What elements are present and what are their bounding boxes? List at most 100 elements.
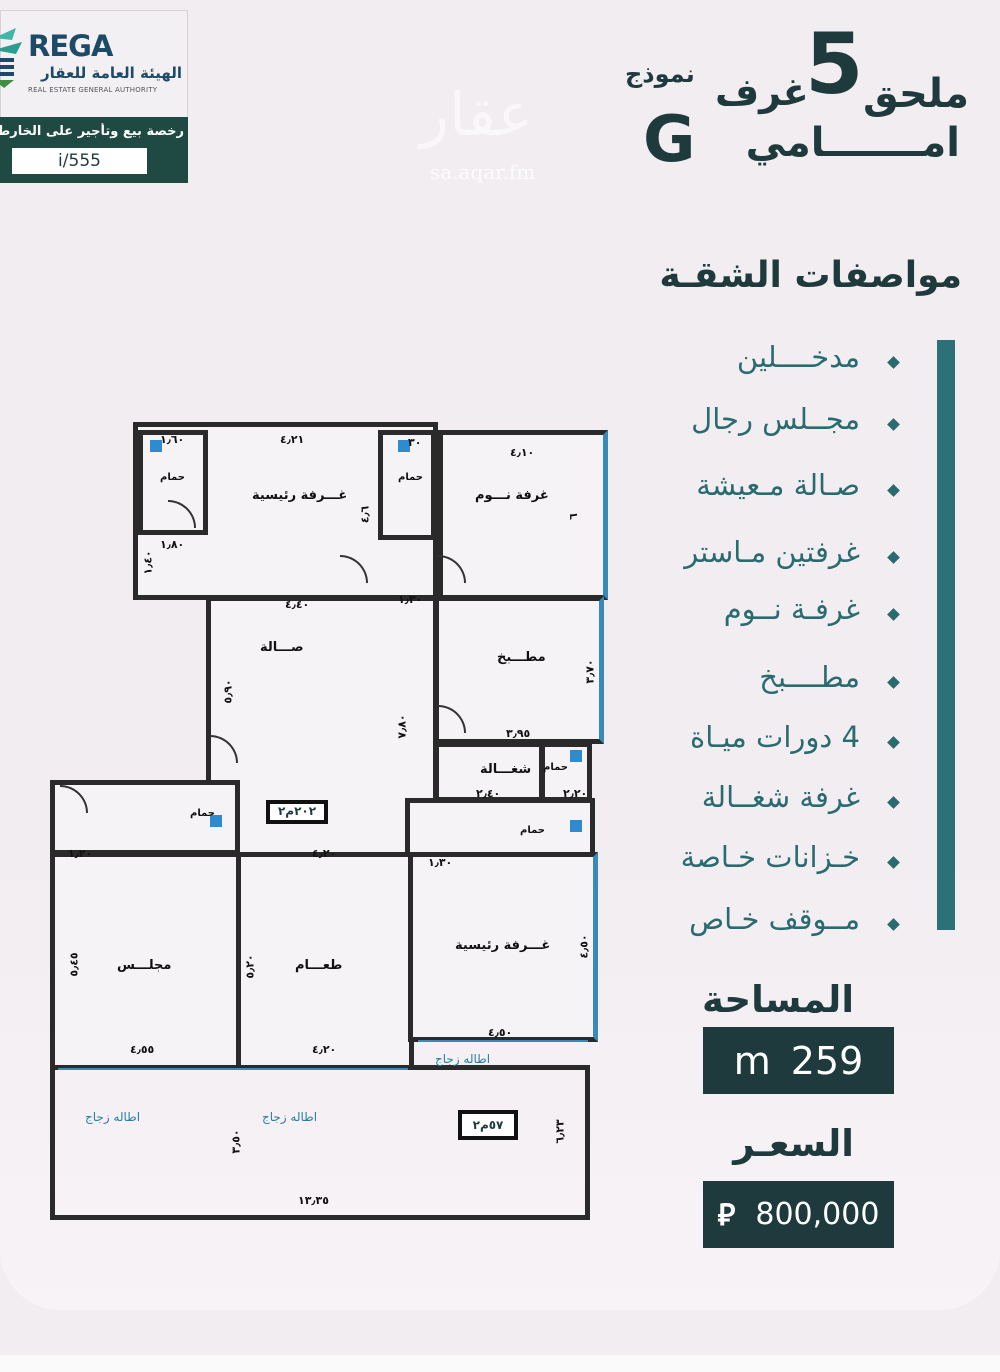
glass-extension-label: اطاله زجاج: [262, 1110, 318, 1124]
room-label-majlis: مجلـــس: [117, 958, 172, 973]
rega-logo-icon: [0, 28, 22, 88]
fixture-icon: [210, 815, 222, 827]
diamond-bullet-icon: [887, 356, 900, 369]
fixture-icon: [570, 820, 582, 832]
dimension-label: ١٫٣٠: [398, 593, 423, 606]
dimension-label: ٥٫٤٥: [67, 952, 81, 977]
dimension-label: ٤٫١٠: [510, 446, 535, 459]
fixture-icon: [570, 750, 582, 762]
room-label-dining: طعـــام: [295, 958, 343, 973]
dimension-label: ٣٫٩٥: [506, 727, 531, 740]
license-number: i/555: [12, 148, 147, 174]
room-label-bedroom: غرفة نـــوم: [475, 488, 549, 503]
room-label-bath: حمام: [520, 825, 545, 836]
diamond-bullet-icon: [887, 676, 900, 689]
master-bedroom-2: [408, 852, 598, 1042]
interior-area-label: ٢٠٢م٢: [266, 800, 328, 824]
room-label-master-1: غـــرفة رئيسية: [252, 488, 348, 503]
rega-arabic-name: الهيئة العامة للعقار: [40, 64, 182, 82]
spec-item: غرفتين مـاستر: [684, 535, 860, 569]
spec-item: غرفـة نــوم: [723, 592, 860, 626]
bathroom-4: [405, 798, 595, 858]
dimension-label: ٦: [566, 513, 580, 520]
specs-accent-bar: [937, 340, 955, 930]
fixture-icon: [398, 440, 410, 452]
dimension-label: ٥٫٩٠: [221, 679, 235, 704]
diamond-bullet-icon: [887, 418, 900, 431]
room-label-laundry: شغـــالة: [480, 762, 532, 777]
area-value-box: m 259: [703, 1027, 894, 1094]
dimension-label: ١٣٫٣٥: [298, 1194, 329, 1207]
dimension-label: ٣٫٧٠: [583, 659, 597, 684]
area-label: المساحة: [701, 978, 854, 1021]
price-value-box: ⃁ 800,000: [703, 1181, 894, 1248]
spec-item: مطــــبخ: [759, 660, 860, 694]
room-label-bath: حمام: [190, 808, 215, 819]
diamond-bullet-icon: [887, 608, 900, 621]
dimension-label: ١٫٤٠: [141, 550, 155, 575]
dimension-label: ٤٫٢١: [280, 433, 305, 446]
diamond-bullet-icon: [887, 484, 900, 497]
bathroom-5: [50, 780, 240, 855]
spec-item: صـالة مـعيشة: [696, 468, 860, 502]
glass-window: [418, 1040, 588, 1042]
dimension-label: ٣٠: [408, 436, 422, 449]
title-model: G: [643, 103, 696, 177]
spec-item: مجــلس رجال: [691, 402, 860, 436]
area-unit: m: [733, 1038, 771, 1083]
room-label-kitchen: مطـــبخ: [497, 650, 546, 665]
price-label: السعـر: [733, 1122, 854, 1165]
dimension-label: ١٫٣٠: [428, 856, 453, 869]
room-label-hall: صـــالة: [260, 640, 304, 655]
license-label: رخصة بيع وتأجير على الخارطة: [0, 124, 184, 139]
dimension-label: ١٫٢٠: [68, 847, 93, 860]
spec-item: 4 دورات ميـاة: [690, 720, 860, 754]
price-value: 800,000: [755, 1197, 880, 1232]
room-label-master-2: غـــرفة رئيسية: [455, 938, 551, 953]
dimension-label: ٤٫٢٠: [312, 847, 337, 860]
bathroom-3: [540, 742, 592, 802]
room-label-bath: حمام: [543, 762, 568, 773]
diamond-bullet-icon: [887, 796, 900, 809]
spec-item: مــوقف خـاص: [689, 902, 860, 936]
diamond-bullet-icon: [887, 551, 900, 564]
riyal-icon: ⃁: [717, 1198, 736, 1233]
dimension-label: ١٫٨٠: [160, 538, 185, 551]
bottom-strip: [0, 1355, 1000, 1372]
dimension-label: ٢٫٤٠: [476, 787, 501, 800]
dimension-label: ١٫٦٠: [160, 433, 185, 446]
specs-title: مواصفات الشقـة: [659, 255, 962, 296]
spec-item: مدخــــلين: [736, 340, 860, 374]
bedroom: [438, 430, 608, 600]
rega-english-name: REAL ESTATE GENERAL AUTHORITY: [28, 86, 158, 94]
area-value: 259: [790, 1038, 864, 1083]
dimension-label: ٤٫٥٠: [577, 934, 591, 959]
spec-item: غرفة شغــالة: [701, 780, 860, 814]
terrace-area-label: ٥٧م٢: [458, 1110, 518, 1140]
title-rooms-count: 5: [805, 15, 864, 113]
dimension-label: ٥٫٢٠: [243, 954, 257, 979]
dimension-label: ٣٫٥٠: [229, 1129, 243, 1154]
title-facing: امـــــــامي: [745, 120, 960, 166]
dimension-label: ٦٫٢٣: [553, 1119, 567, 1144]
terrace: [50, 1065, 590, 1220]
diamond-bullet-icon: [887, 736, 900, 749]
spec-item: خـزانات خـاصة: [680, 840, 860, 874]
watermark-url: sa.aqar.fm: [430, 160, 536, 184]
title-rooms: غرف: [715, 70, 809, 114]
glass-extension-label: اطاله زجاج: [85, 1110, 141, 1124]
glass-extension-label: اطاله زجاج: [435, 1052, 491, 1066]
dimension-label: ٧٫٨٠: [395, 714, 409, 739]
room-label-bath: حمام: [160, 472, 185, 483]
dimension-label: ٤٫٥٠: [488, 1026, 513, 1039]
dimension-label: ٤٫٦: [358, 505, 372, 524]
room-label-bath: حمام: [398, 472, 423, 483]
watermark-logo: عقار: [420, 80, 534, 150]
dimension-label: ٤٫٢٠: [312, 1043, 337, 1056]
title-annex: ملحق: [863, 71, 969, 117]
dimension-label: ٢٫٢٠: [563, 787, 588, 800]
dimension-label: ٤٫٤٠: [285, 598, 310, 611]
rega-logo-text: REGA: [28, 29, 113, 63]
fixture-icon: [150, 440, 162, 452]
title-model-label: نموذج: [625, 60, 695, 88]
